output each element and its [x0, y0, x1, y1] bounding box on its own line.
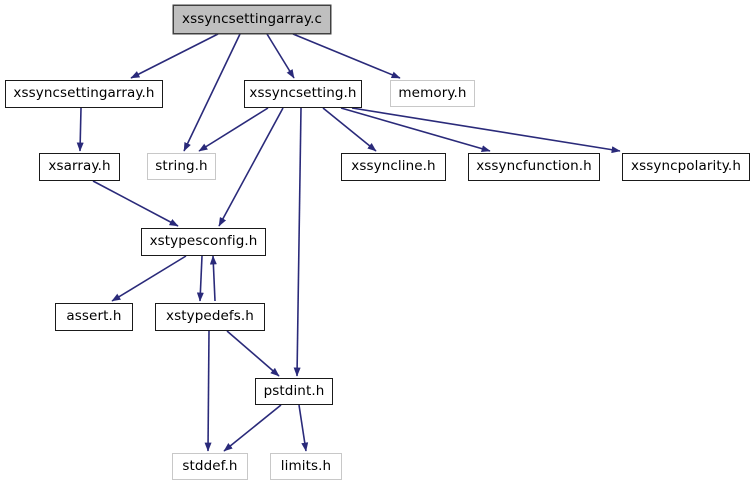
graph-node-xssyncline-h[interactable]: xssyncline.h	[341, 153, 446, 181]
graph-node-string-h[interactable]: string.h	[147, 153, 216, 180]
graph-node-label: xssyncsetting.h	[249, 85, 357, 102]
graph-edge-xssyncsettingarray-c-to-xssyncsettingarray-h	[130, 33, 219, 79]
graph-edge-xssyncsetting-h-to-xssyncline-h	[322, 107, 377, 152]
graph-node-xstypedefs-h[interactable]: xstypedefs.h	[155, 303, 265, 331]
graph-edge-xstypesconfig-h-to-assert-h	[111, 255, 187, 302]
graph-edge-xssyncsettingarray-c-to-xssyncsetting-h	[266, 33, 295, 79]
graph-edge-pstdint-h-to-stddef-h	[223, 404, 282, 452]
edges-group	[76, 33, 621, 452]
graph-node-label: xstypesconfig.h	[149, 233, 258, 250]
graph-node-label: stddef.h	[182, 457, 238, 474]
graph-node-xsarray-h[interactable]: xsarray.h	[39, 153, 120, 181]
graph-node-label: xssyncfunction.h	[476, 158, 592, 175]
graph-node-xssyncsetting-h[interactable]: xssyncsetting.h	[244, 80, 362, 108]
graph-node-label: xssyncpolarity.h	[631, 158, 741, 175]
graph-node-xssyncfunction-h[interactable]: xssyncfunction.h	[468, 153, 600, 181]
graph-edge-xssyncsettingarray-c-to-string-h	[183, 33, 241, 152]
graph-edge-xssyncsettingarray-h-to-xsarray-h	[76, 107, 84, 152]
graph-node-xssyncsettingarray-h[interactable]: xssyncsettingarray.h	[5, 80, 163, 108]
graph-edge-xstypedefs-h-to-xstypesconfig-h	[209, 255, 217, 302]
graph-edge-xssyncsetting-h-to-xssyncfunction-h	[340, 107, 491, 153]
graph-node-assert-h[interactable]: assert.h	[55, 303, 133, 331]
graph-node-xssyncsettingarray-c[interactable]: xssyncsettingarray.c	[173, 5, 331, 34]
graph-node-label: xsarray.h	[48, 158, 111, 175]
graph-node-label: limits.h	[280, 457, 332, 474]
graph-node-label: xstypedefs.h	[166, 308, 254, 325]
graph-node-label: pstdint.h	[263, 382, 325, 399]
graph-edge-xssyncsetting-h-to-xstypesconfig-h	[218, 107, 284, 227]
graph-node-label: xssyncsettingarray.c	[181, 10, 322, 27]
graph-node-label: assert.h	[66, 308, 122, 325]
graph-node-label: xssyncsettingarray.h	[13, 85, 155, 102]
graph-edge-xssyncsetting-h-to-xssyncpolarity-h	[351, 107, 621, 154]
graph-node-xssyncpolarity-h[interactable]: xssyncpolarity.h	[622, 153, 750, 181]
graph-edge-xstypedefs-h-to-stddef-h	[204, 330, 212, 452]
graph-edge-pstdint-h-to-limits-h	[298, 404, 309, 452]
graph-node-limits-h[interactable]: limits.h	[270, 453, 342, 480]
graph-node-pstdint-h[interactable]: pstdint.h	[255, 378, 333, 405]
graph-edge-xstypesconfig-h-to-xstypedefs-h	[196, 255, 204, 302]
graph-edge-xsarray-h-to-xstypesconfig-h	[92, 180, 179, 227]
graph-node-label: string.h	[155, 157, 208, 174]
graph-node-memory-h[interactable]: memory.h	[390, 80, 475, 107]
graph-node-stddef-h[interactable]: stddef.h	[172, 453, 248, 480]
graph-node-xstypesconfig-h[interactable]: xstypesconfig.h	[141, 228, 266, 256]
graph-node-label: xssyncline.h	[351, 158, 436, 175]
graph-edge-xssyncsetting-h-to-pstdint-h	[293, 107, 302, 377]
graph-edge-xssyncsettingarray-c-to-memory-h	[292, 33, 401, 79]
graph-edge-xstypedefs-h-to-pstdint-h	[226, 330, 280, 377]
graph-node-label: memory.h	[398, 84, 467, 101]
graph-edge-xssyncsetting-h-to-string-h	[198, 107, 269, 152]
